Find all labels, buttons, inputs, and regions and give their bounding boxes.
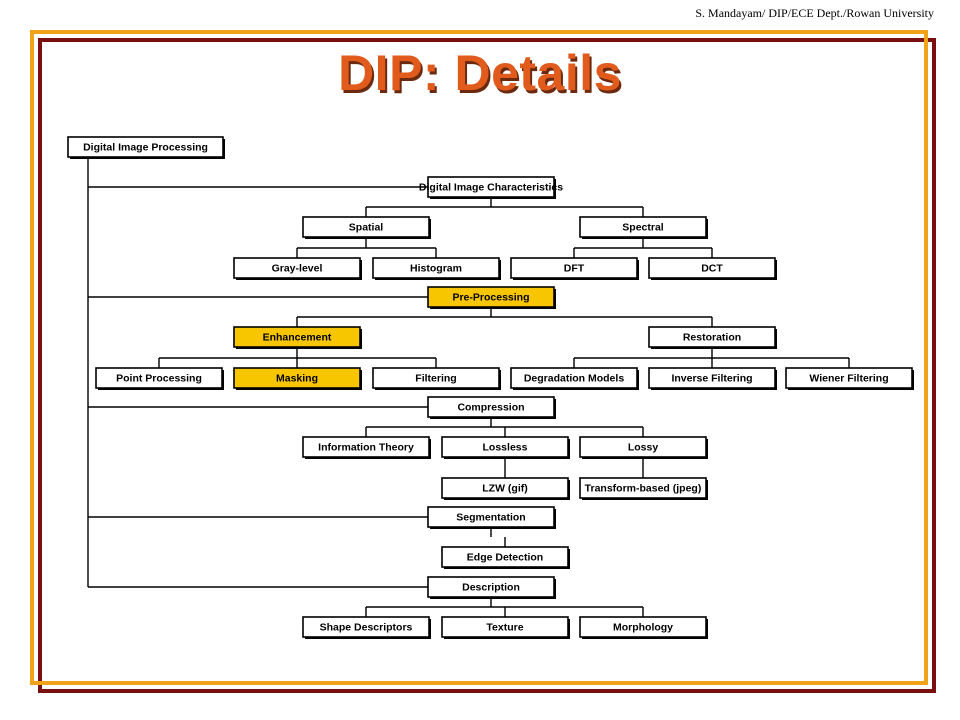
node-label: Point Processing [116, 373, 202, 385]
node-inv: Inverse Filtering [648, 367, 777, 390]
node-box [579, 436, 707, 458]
node-label: Compression [457, 402, 524, 414]
node-pre: Pre-Processing [427, 286, 556, 309]
slide-title: DIP: Details [338, 45, 622, 101]
node-label: Information Theory [318, 442, 414, 454]
node-box [441, 477, 569, 499]
node-label: Spectral [622, 222, 664, 234]
node-label: Digital Image Processing [83, 142, 208, 154]
node-box [302, 436, 430, 458]
node-morph: Morphology [579, 616, 708, 639]
node-label: Description [462, 582, 520, 594]
node-box [579, 216, 707, 238]
node-box [579, 616, 707, 638]
node-box [785, 367, 913, 389]
slide-frame [30, 30, 928, 685]
node-shape: Shape Descriptors [302, 616, 431, 639]
node-dip: Digital Image Processing [67, 136, 225, 159]
node-label: Restoration [683, 332, 741, 344]
node-label: Masking [276, 373, 318, 385]
node-box [233, 367, 361, 389]
node-tb: Transform-based (jpeg) [579, 477, 708, 500]
node-label: Inverse Filtering [671, 373, 752, 385]
node-box [67, 136, 224, 158]
node-box [372, 257, 500, 279]
node-info: Information Theory [302, 436, 431, 459]
node-label: Transform-based (jpeg) [585, 483, 702, 495]
node-box [579, 477, 707, 499]
node-box [302, 216, 430, 238]
node-wien: Wiener Filtering [785, 367, 914, 390]
node-lzw: LZW (gif) [441, 477, 570, 500]
node-box [427, 506, 555, 528]
node-lossless: Lossless [441, 436, 570, 459]
node-label: Texture [486, 622, 523, 634]
node-label: Spatial [349, 222, 384, 234]
node-label: Enhancement [263, 332, 332, 344]
node-enh: Enhancement [233, 326, 362, 349]
node-label: Gray-level [272, 263, 323, 275]
node-box [372, 367, 500, 389]
node-box [427, 176, 555, 198]
node-seg: Segmentation [427, 506, 556, 529]
node-label: Wiener Filtering [809, 373, 888, 385]
connector-layer [87, 157, 850, 617]
node-gray: Gray-level [233, 257, 362, 280]
node-box [233, 326, 361, 348]
node-label: Morphology [613, 622, 673, 634]
node-box [648, 257, 776, 279]
node-box [302, 616, 430, 638]
node-box [510, 367, 638, 389]
node-box [441, 616, 569, 638]
node-comp: Compression [427, 396, 556, 419]
node-label: Pre-Processing [452, 292, 529, 304]
node-box [95, 367, 223, 389]
node-spatial: Spatial [302, 216, 431, 239]
node-box [441, 546, 569, 568]
node-label: Histogram [410, 263, 462, 275]
node-degr: Degradation Models [510, 367, 639, 390]
node-label: LZW (gif) [482, 483, 527, 495]
node-chars: Digital Image Characteristics [419, 176, 563, 199]
node-edge: Edge Detection [441, 546, 570, 569]
node-hist: Histogram [372, 257, 501, 280]
node-label: DFT [564, 263, 585, 275]
node-label: Lossy [628, 442, 659, 454]
node-label: Shape Descriptors [320, 622, 413, 634]
node-rest: Restoration [648, 326, 777, 349]
node-lossy: Lossy [579, 436, 708, 459]
node-box [427, 576, 555, 598]
node-box [510, 257, 638, 279]
node-dct: DCT [648, 257, 777, 280]
slide-frame-shadow [38, 38, 936, 693]
node-label: Filtering [415, 373, 456, 385]
node-box [648, 326, 776, 348]
node-spectral: Spectral [579, 216, 708, 239]
node-dft: DFT [510, 257, 639, 280]
node-label: DCT [701, 263, 723, 275]
node-point: Point Processing [95, 367, 224, 390]
node-label: Edge Detection [467, 552, 543, 564]
node-box [233, 257, 361, 279]
node-tex: Texture [441, 616, 570, 639]
header-credit: S. Mandayam/ DIP/ECE Dept./Rowan Univers… [695, 6, 934, 20]
node-box [648, 367, 776, 389]
node-label: Degradation Models [524, 373, 625, 385]
node-label: Segmentation [456, 512, 525, 524]
node-box [441, 436, 569, 458]
node-filt: Filtering [372, 367, 501, 390]
node-box [427, 286, 555, 308]
node-label: Digital Image Characteristics [419, 182, 563, 194]
node-label: Lossless [483, 442, 528, 454]
node-box [427, 396, 555, 418]
node-mask: Masking [233, 367, 362, 390]
node-desc: Description [427, 576, 556, 599]
